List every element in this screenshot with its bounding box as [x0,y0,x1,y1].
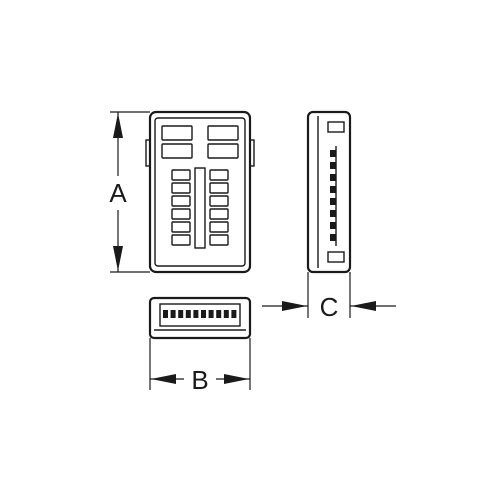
dim-a-label: A [109,178,127,208]
top-switch [207,143,239,159]
bottom-terminal [231,310,237,318]
bottom-terminal [185,310,191,318]
bottom-housing [148,296,252,340]
side-terminal [330,210,336,217]
breaker-slot [171,169,191,181]
dim-a-arrow-bottom [113,246,123,271]
bottom-terminal [170,310,176,318]
bottom-terminal [216,310,222,318]
bottom-terminal-block [159,303,241,327]
side-terminal [330,222,336,229]
dim-c-label: C [320,292,339,322]
dim-b-arrow-left [151,374,176,384]
dim-c-arrow-right [351,301,376,311]
bottom-terminal [178,310,184,318]
breaker-slot [209,169,229,181]
front-housing [148,110,252,274]
bottom-terminal [163,310,168,318]
bottom-terminal-row [163,310,237,318]
top-switch [161,143,193,159]
dimension-c: C [262,272,396,322]
dimension-b: B [149,338,251,395]
side-terminal [330,174,336,181]
breaker-slot [209,195,229,207]
top-switch [161,125,193,141]
dimension-a: A [109,111,150,273]
bottom-terminal [201,310,206,318]
side-terminal [330,234,336,241]
breaker-slot [209,234,229,246]
side-terminal [330,186,336,193]
front-view [145,110,255,274]
side-terminal [330,198,336,205]
side-top-cap [327,121,345,133]
side-housing [306,110,352,274]
side-view [306,110,352,274]
side-terminal [330,150,336,157]
breaker-slot [171,195,191,207]
center-divider [194,167,206,249]
dim-b-label: B [191,365,208,395]
breaker-slot [209,208,229,220]
breaker-slot [209,182,229,194]
top-switch [207,125,239,141]
breaker-slot [171,234,191,246]
dim-c-arrow-left [282,301,307,311]
side-bottom-cap [327,251,345,263]
side-terminal-strip [330,146,337,246]
dim-b-arrow-right [224,374,249,384]
side-terminal [330,162,336,169]
left-mount-tab [145,139,151,167]
breaker-slot [209,221,229,233]
dim-a-arrow-top [113,113,123,138]
bottom-terminal [208,310,214,318]
breaker-slot [171,208,191,220]
bottom-view [148,296,252,340]
bottom-terminal [223,310,229,318]
breaker-group [171,169,229,246]
right-mount-tab [249,139,255,167]
front-inner-panel [154,117,246,267]
bottom-terminal [193,310,199,318]
breaker-slot [171,182,191,194]
breaker-slot [171,221,191,233]
top-switch-group [161,125,239,159]
